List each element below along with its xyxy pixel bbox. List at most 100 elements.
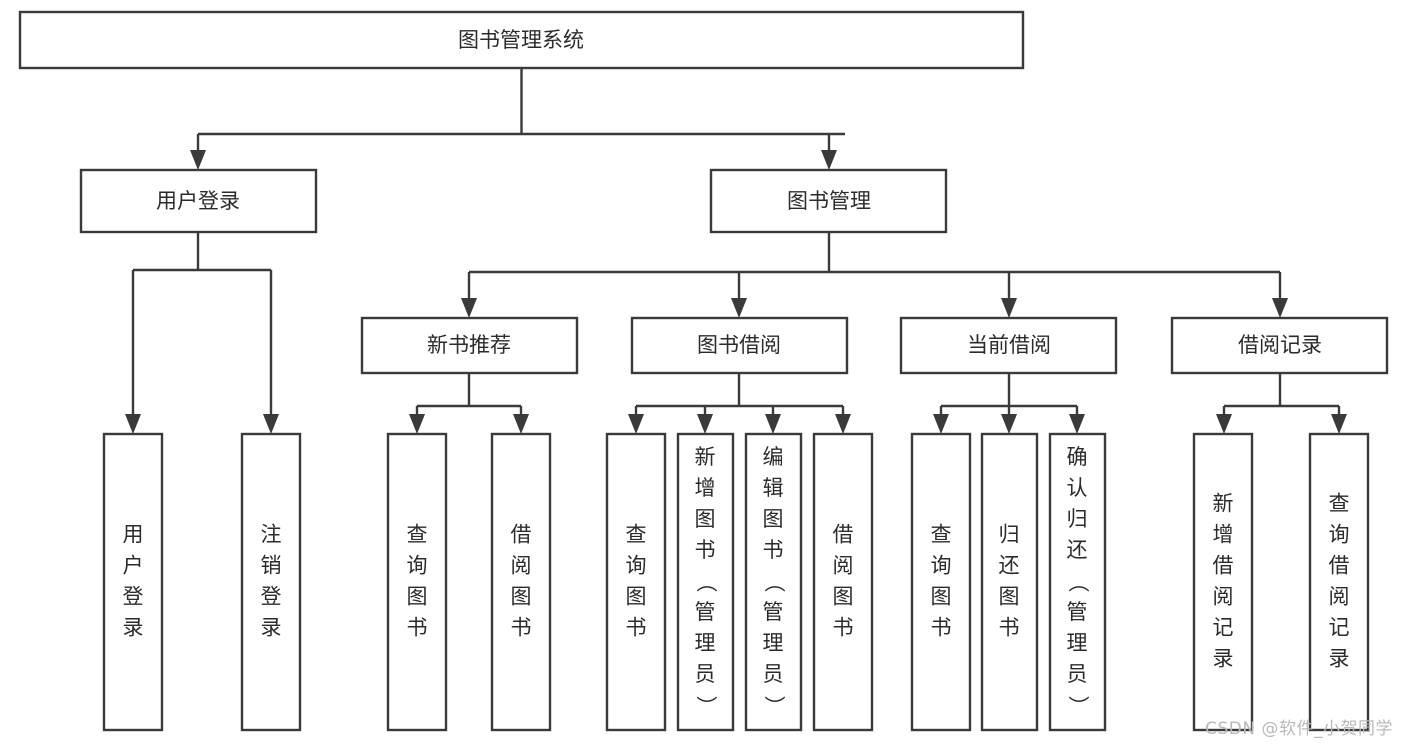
leaf-confirm-return-admin-box[interactable] (1048, 432, 1107, 732)
svg-text:录: 录 (123, 616, 144, 640)
node-new-book-recommend-box[interactable] (360, 316, 579, 375)
svg-text:图: 图 (833, 585, 854, 609)
node-borrow-record-box[interactable] (1170, 316, 1389, 375)
node-user-login[interactable]: 用户登录 (79, 168, 318, 234)
svg-text:）: ） (762, 696, 786, 717)
leaf-borrow-book-box[interactable] (812, 432, 874, 732)
node-book-management[interactable]: 图书管理 (709, 168, 948, 234)
arrow-to-user-login (190, 150, 206, 170)
svg-text:阅: 阅 (833, 554, 854, 578)
svg-text:注: 注 (261, 523, 282, 547)
leaf-logout-login-box[interactable] (240, 432, 302, 732)
svg-text:阅: 阅 (511, 554, 532, 578)
arrow-to-book-borrow (731, 298, 747, 318)
svg-text:员: 员 (1067, 662, 1088, 686)
svg-text:图: 图 (626, 585, 647, 609)
leaf-user-login-label: 用户登录 (123, 523, 144, 640)
svg-text:户: 户 (123, 554, 144, 578)
leaf-edit-book-admin-box[interactable] (744, 432, 803, 732)
svg-text:员: 员 (763, 662, 784, 686)
svg-text:（: （ (1066, 572, 1090, 593)
node-root-box[interactable] (18, 10, 1025, 70)
svg-text:查: 查 (931, 523, 952, 547)
leaf-user-login[interactable]: 用户登录 (102, 432, 164, 732)
node-new-book-recommend[interactable]: 新书推荐 (360, 316, 579, 375)
arrow-to-leaf-borrow-book (835, 414, 851, 434)
leaf-return-book-box[interactable] (980, 432, 1039, 732)
leaf-query-book-borrow-box[interactable] (605, 432, 667, 732)
svg-text:书: 书 (931, 616, 952, 640)
arrow-to-leaf-add-book-admin (697, 414, 713, 434)
svg-text:录: 录 (1213, 647, 1234, 671)
leaf-query-book-current-box[interactable] (910, 432, 972, 732)
svg-text:增: 增 (1213, 523, 1234, 547)
node-borrow-record-label: 借阅记录 (1238, 333, 1322, 357)
connector-layer (125, 68, 1347, 434)
node-current-borrow[interactable]: 当前借阅 (899, 316, 1118, 375)
node-borrow-record[interactable]: 借阅记录 (1170, 316, 1389, 375)
node-book-borrow-box[interactable] (630, 316, 849, 375)
leaf-query-borrow-record-box[interactable] (1308, 432, 1370, 732)
svg-text:询: 询 (407, 554, 428, 578)
arrow-to-borrow-record (1272, 298, 1288, 318)
node-book-borrow-label: 图书借阅 (697, 333, 781, 357)
svg-text:归: 归 (999, 523, 1020, 547)
svg-text:图: 图 (999, 585, 1020, 609)
node-current-borrow-box[interactable] (899, 316, 1118, 375)
svg-text:登: 登 (261, 585, 282, 609)
node-book-borrow[interactable]: 图书借阅 (630, 316, 849, 375)
node-user-login-box[interactable] (79, 168, 318, 234)
svg-text:记: 记 (1213, 616, 1234, 640)
leaf-borrow-book-recommend-box[interactable] (490, 432, 552, 732)
svg-text:管: 管 (763, 600, 784, 624)
svg-text:询: 询 (931, 554, 952, 578)
node-book-management-box[interactable] (709, 168, 948, 234)
svg-text:（: （ (762, 572, 786, 593)
svg-text:阅: 阅 (1329, 585, 1350, 609)
svg-text:理: 理 (695, 631, 716, 655)
leaf-add-book-admin-box[interactable] (676, 432, 735, 732)
svg-text:归: 归 (1067, 507, 1088, 531)
leaf-add-borrow-record-box[interactable] (1192, 432, 1254, 732)
svg-text:记: 记 (1329, 616, 1350, 640)
arrow-to-leaf-confirm-return-admin (1069, 414, 1085, 434)
svg-text:借: 借 (833, 523, 854, 547)
csdn-watermark: CSDN @软件_小贺同学 (1205, 719, 1393, 739)
arrow-to-leaf-query-book-borrow (628, 414, 644, 434)
svg-text:询: 询 (1329, 523, 1350, 547)
arrow-to-leaf-return-book (1001, 414, 1017, 434)
node-user-login-label: 用户登录 (156, 189, 240, 213)
svg-text:阅: 阅 (1213, 585, 1234, 609)
node-root[interactable]: 图书管理系统 (18, 10, 1025, 70)
svg-text:书: 书 (511, 616, 532, 640)
svg-text:图: 图 (407, 585, 428, 609)
arrow-to-leaf-borrow-book-recommend (513, 414, 529, 434)
leaf-user-login-box[interactable] (102, 432, 164, 732)
svg-text:确: 确 (1067, 445, 1088, 469)
svg-text:登: 登 (123, 585, 144, 609)
leaf-query-book-recommend-box[interactable] (386, 432, 448, 732)
svg-text:理: 理 (763, 631, 784, 655)
